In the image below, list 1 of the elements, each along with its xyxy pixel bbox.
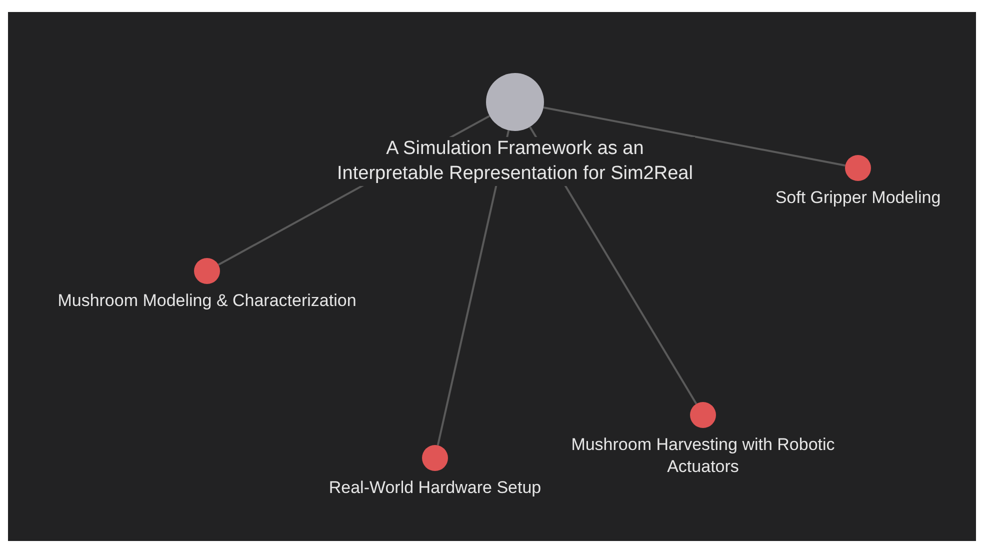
connector-line xyxy=(543,106,846,167)
